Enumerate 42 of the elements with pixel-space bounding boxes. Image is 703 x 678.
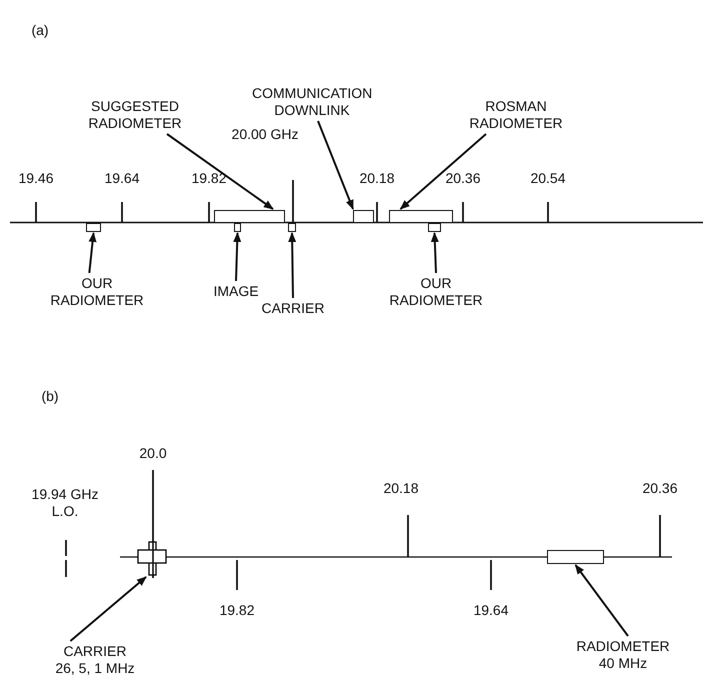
callout-label: ROSMAN RADIOMETER xyxy=(466,98,566,132)
tick-label: 20.36 xyxy=(641,480,679,497)
tick-label: 20.54 xyxy=(529,170,567,187)
frequency-band-box xyxy=(428,223,441,232)
frequency-band-box xyxy=(288,223,296,232)
leader-arrow xyxy=(70,576,147,642)
frequency-band-box xyxy=(214,210,285,223)
panel-label: (a) xyxy=(30,22,50,39)
tick-label: 20.00 GHz xyxy=(230,126,300,143)
frequency-band-box xyxy=(234,223,241,232)
callout-label: OUR RADIOMETER xyxy=(42,275,152,309)
tick-label: 19.64 xyxy=(472,602,510,619)
panel-label: (b) xyxy=(40,388,60,405)
leader-arrow xyxy=(574,564,629,637)
tick-label: 19.46 xyxy=(17,170,55,187)
tick-label: 19.82 xyxy=(218,602,256,619)
callout-label: OUR RADIOMETER xyxy=(381,275,491,309)
callout-label: SUGGESTED RADIOMETER xyxy=(85,98,185,132)
frequency-band-box xyxy=(86,223,101,232)
carrier-band-symbol xyxy=(137,541,167,576)
leader-arrow xyxy=(166,133,274,210)
tick-label: 19.64 xyxy=(103,170,141,187)
tick-label: 20.18 xyxy=(382,480,420,497)
callout-label: IMAGE xyxy=(206,283,266,300)
frequency-band-box xyxy=(353,210,374,223)
leader-arrow xyxy=(233,232,242,282)
tick-label: 20.18 xyxy=(358,170,396,187)
callout-label: RADIOMETER 40 MHz xyxy=(573,638,673,672)
callout-label: CARRIER xyxy=(253,300,333,317)
leader-arrow xyxy=(88,232,97,274)
tick-label: 20.0 xyxy=(138,445,168,462)
tick-label: 20.36 xyxy=(444,170,482,187)
frequency-band-box xyxy=(547,550,604,564)
callout-label: CARRIER 26, 5, 1 MHz xyxy=(54,643,136,677)
leader-arrow xyxy=(430,232,439,274)
leader-arrow xyxy=(288,232,296,298)
leader-arrow xyxy=(317,120,354,210)
tick-label: 19.94 GHz L.O. xyxy=(30,486,100,520)
leader-arrow xyxy=(400,133,487,210)
callout-label: COMMUNICATION DOWNLINK xyxy=(252,85,372,119)
tick-label: 19.82 xyxy=(190,170,228,187)
frequency-band-box xyxy=(389,210,453,223)
